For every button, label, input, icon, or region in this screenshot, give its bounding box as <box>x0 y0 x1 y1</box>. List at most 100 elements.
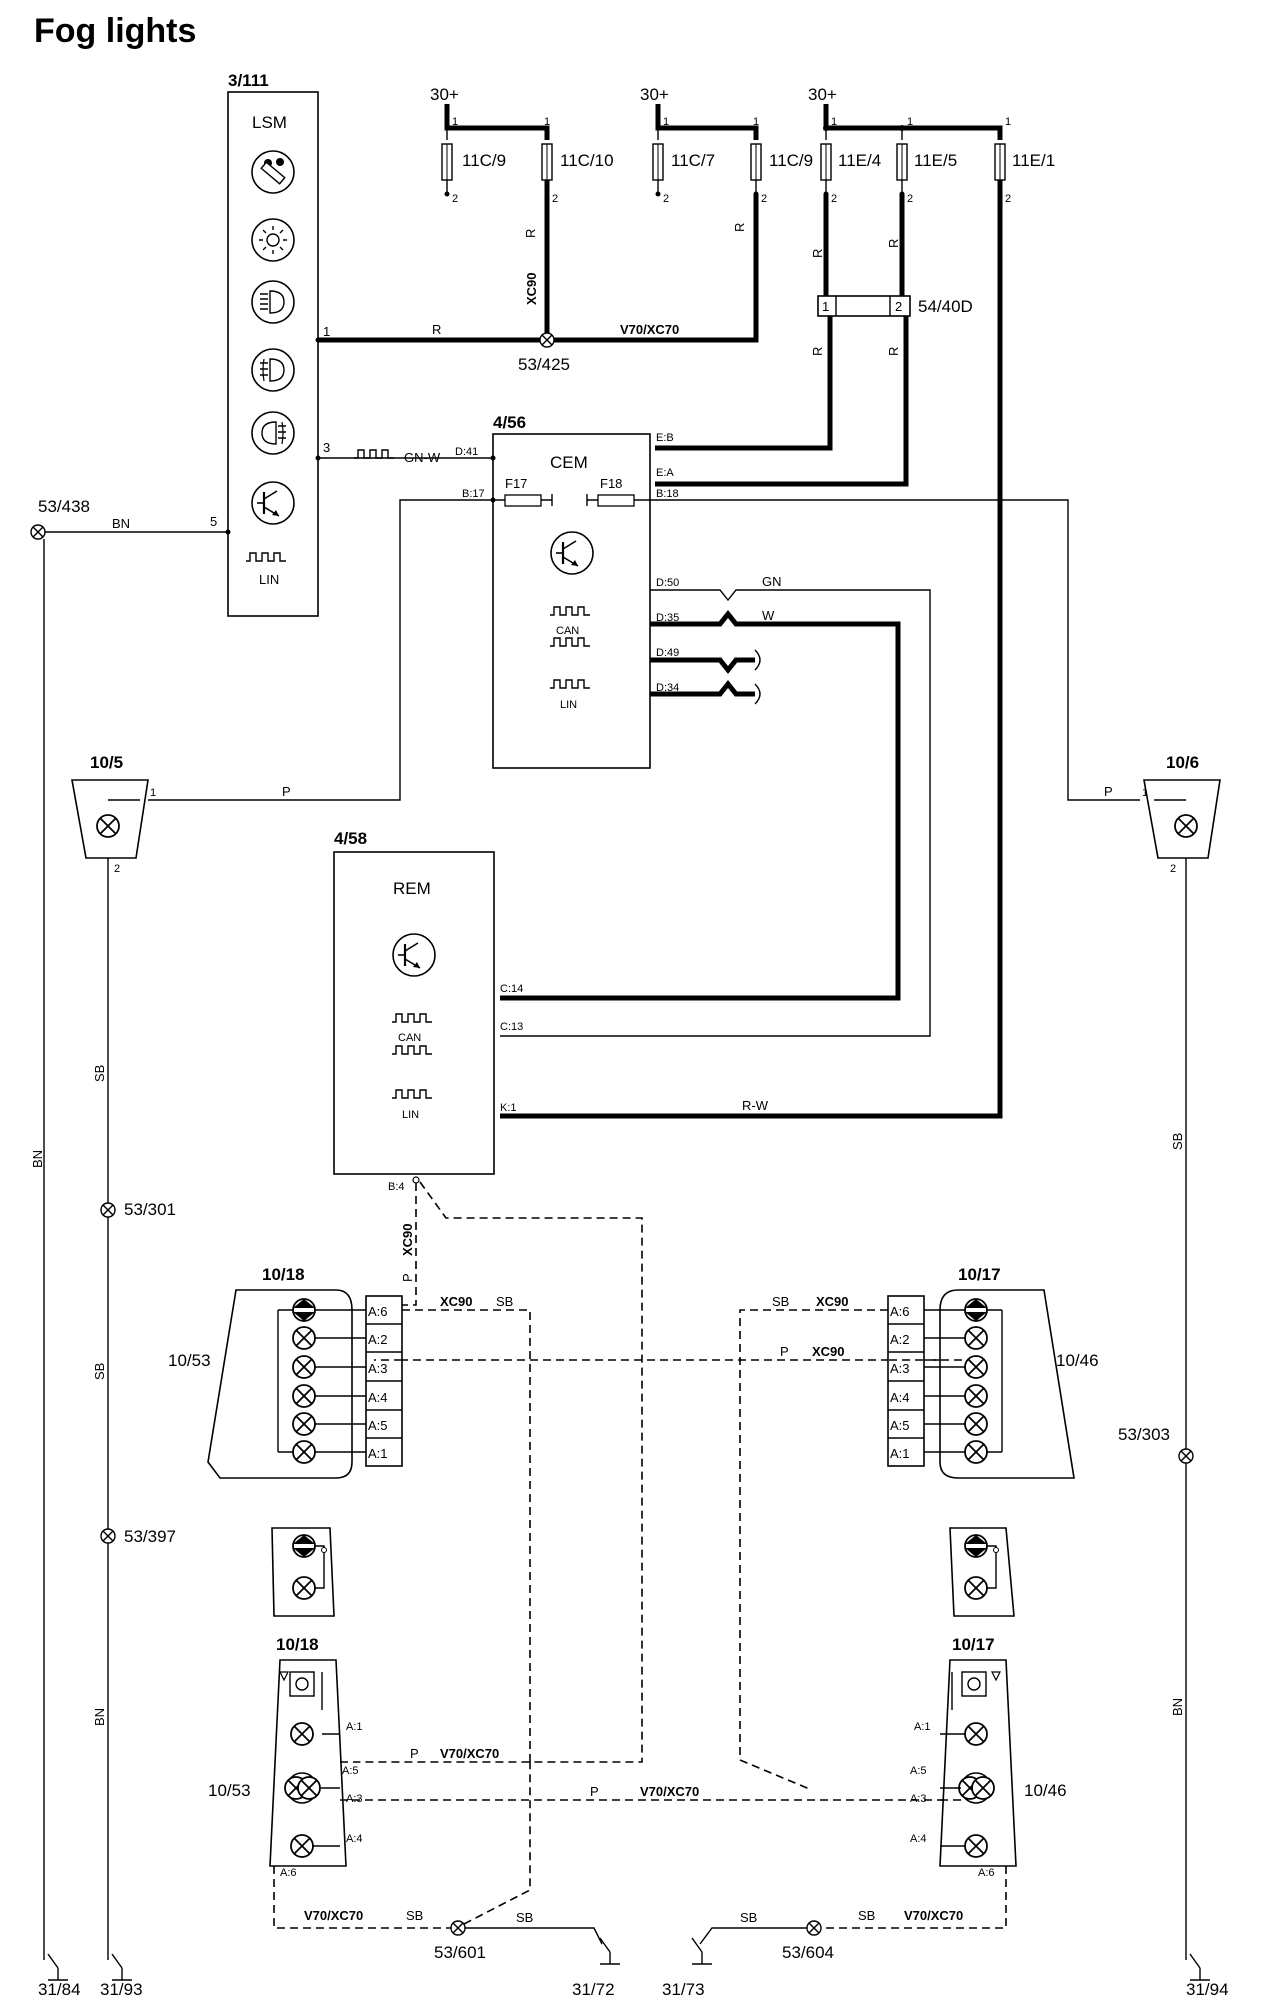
lsm-transistor-icon <box>250 480 296 526</box>
svg-text:2: 2 <box>761 193 767 205</box>
svg-text:1: 1 <box>544 116 550 128</box>
rear-right-xc90-ref: 10/46 <box>1056 1351 1099 1370</box>
svg-text:A:6: A:6 <box>368 1304 388 1319</box>
rear-left-xc90-brake-icon <box>292 1298 316 1322</box>
svg-text:A:6: A:6 <box>280 1867 297 1879</box>
svg-text:SB: SB <box>92 1065 107 1082</box>
svg-text:1: 1 <box>831 116 837 128</box>
cem-lin-label: LIN <box>560 699 577 711</box>
svg-text:A:5: A:5 <box>342 1765 359 1777</box>
front-fog-right-bulb-icon <box>1174 814 1198 838</box>
rear-fog-light-icon <box>251 411 295 455</box>
svg-text:GN-W: GN-W <box>404 450 441 465</box>
ground-31-93-icon <box>111 1953 133 1981</box>
svg-text:D:35: D:35 <box>656 612 679 624</box>
svg-text:P: P <box>282 784 291 799</box>
svg-text:2: 2 <box>831 193 837 205</box>
svg-text:1: 1 <box>1142 787 1148 799</box>
svg-text:2: 2 <box>114 863 120 875</box>
front-fog-left-bulb-icon <box>96 814 120 838</box>
svg-text:V70/XC70: V70/XC70 <box>620 322 679 337</box>
cem-fuse-f18 <box>597 494 635 507</box>
splice-label-53-397: 53/397 <box>124 1527 176 1546</box>
relay-label: 54/40D <box>918 297 973 316</box>
fuse-label-1: 11C/9 <box>462 151 506 170</box>
lsm-name: LSM <box>252 113 287 132</box>
svg-text:1: 1 <box>753 116 759 128</box>
svg-text:2: 2 <box>552 193 558 205</box>
svg-text:E:A: E:A <box>656 467 674 479</box>
splice-53-397 <box>100 1528 116 1544</box>
parking-light-icon <box>251 218 295 262</box>
svg-text:2: 2 <box>1170 863 1176 875</box>
svg-text:A:1: A:1 <box>914 1721 931 1733</box>
svg-text:A:1: A:1 <box>346 1721 363 1733</box>
svg-text:1: 1 <box>150 787 156 799</box>
ground-31-94-icon <box>1189 1953 1211 1981</box>
rear-left-xc90-ref: 10/53 <box>168 1351 211 1370</box>
svg-text:A:4: A:4 <box>368 1390 388 1405</box>
svg-text:V70/XC70: V70/XC70 <box>304 1908 363 1923</box>
rear-right-xc90-bulb-icon-1 <box>964 1326 988 1350</box>
fuse-label-4: 11C/9 <box>769 151 813 170</box>
svg-text:XC90: XC90 <box>440 1294 473 1309</box>
rear-left-v70-bulb-icon-3 <box>290 1834 314 1858</box>
svg-text:SB: SB <box>516 1910 533 1925</box>
svg-text:A:4: A:4 <box>890 1390 910 1405</box>
rear-right-v70-sensor-icon <box>961 1671 987 1697</box>
svg-text:A:3: A:3 <box>346 1793 363 1805</box>
svg-text:A:1: A:1 <box>368 1446 388 1461</box>
svg-text:2: 2 <box>907 193 913 205</box>
svg-text:BN: BN <box>112 516 130 531</box>
fuse-label-6: 11E/5 <box>914 151 957 170</box>
fuse-label-7: 11E/1 <box>1012 151 1055 170</box>
svg-text:A:6: A:6 <box>890 1304 910 1319</box>
rear-left-v70-ref: 10/53 <box>208 1781 251 1800</box>
lsm-lin-label: LIN <box>259 572 279 587</box>
splice-53-604 <box>806 1920 822 1936</box>
svg-text:XC90: XC90 <box>816 1294 849 1309</box>
svg-text:W: W <box>762 608 775 623</box>
front-fog-left-id: 10/5 <box>90 753 123 772</box>
svg-text:D:50: D:50 <box>656 577 679 589</box>
cem-fuse-f17 <box>504 494 542 507</box>
svg-text:K:1: K:1 <box>500 1102 517 1114</box>
splice-label-53-601: 53/601 <box>434 1943 486 1962</box>
splice-label-53-438: 53/438 <box>38 497 90 516</box>
ground-31-72-icon <box>599 1937 621 1965</box>
cem-id: 4/56 <box>493 413 526 432</box>
fuse-group-1: 30+ 11C/9 11C/10 1 2 1 2 <box>430 85 614 205</box>
svg-text:P: P <box>590 1784 599 1799</box>
svg-text:GN: GN <box>762 574 782 589</box>
front-fog-light-icon <box>251 348 295 392</box>
front-fog-right-id: 10/6 <box>1166 753 1199 772</box>
svg-text:1: 1 <box>663 116 669 128</box>
front-fog-right: 10/6 1 2 <box>1142 753 1221 875</box>
cem-can-label: CAN <box>556 625 579 637</box>
splice-label-53-303: 53/303 <box>1118 1425 1170 1444</box>
svg-text:2: 2 <box>895 299 902 314</box>
svg-text:V70/XC70: V70/XC70 <box>640 1784 699 1799</box>
svg-text:XC90: XC90 <box>812 1344 845 1359</box>
svg-text:SB: SB <box>772 1294 789 1309</box>
svg-text:R: R <box>810 249 825 258</box>
svg-text:2: 2 <box>1005 193 1011 205</box>
svg-text:R: R <box>523 229 538 238</box>
svg-text:5: 5 <box>210 514 217 529</box>
page-title: Fog lights <box>34 12 196 50</box>
svg-text:F17: F17 <box>505 476 527 491</box>
ground-label-31-72: 31/72 <box>572 1980 615 1999</box>
svg-text:A:5: A:5 <box>890 1418 910 1433</box>
svg-text:P: P <box>1104 784 1113 799</box>
svg-text:A:5: A:5 <box>368 1418 388 1433</box>
supply-label-2: 30+ <box>640 85 669 104</box>
fuse-label-5: 11E/4 <box>838 151 881 170</box>
ground-label-31-93: 31/93 <box>100 1980 143 1999</box>
splice-label-53-425: 53/425 <box>518 355 570 374</box>
svg-text:SB: SB <box>406 1908 423 1923</box>
svg-text:D:49: D:49 <box>656 647 679 659</box>
supply-label-1: 30+ <box>430 85 459 104</box>
svg-text:P: P <box>400 1273 415 1282</box>
fuse-group-2: 30+ 11C/7 11C/9 1 2 1 2 <box>640 85 813 205</box>
svg-text:C:13: C:13 <box>500 1021 523 1033</box>
